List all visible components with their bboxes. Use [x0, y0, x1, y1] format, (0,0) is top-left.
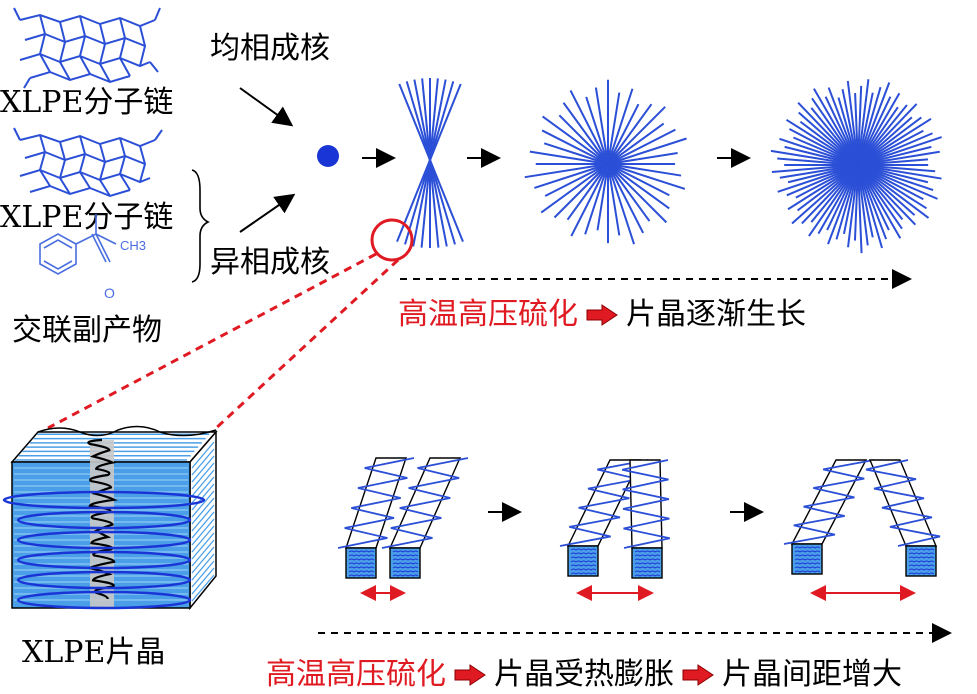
- homogeneous-arrow: [239, 87, 294, 127]
- grouping-bracket: [191, 169, 210, 283]
- zoom-line-right: [212, 258, 400, 432]
- red-arrow-icon: [586, 304, 618, 326]
- heterogeneous-nucleation-label: 异相成核: [210, 245, 330, 280]
- xlpe-lamella-label: XLPE片晶: [22, 635, 166, 670]
- heterogeneous-arrow: [239, 193, 296, 233]
- spherulite-stage-3: [770, 79, 942, 254]
- top-process-caption: 高温高压硫化 片晶逐渐生长: [398, 300, 806, 330]
- highlight-circle: [370, 218, 414, 262]
- xlpe-chain-network-icon-mid: [13, 127, 163, 198]
- zoom-line-left: [47, 252, 377, 430]
- bottom-cause-text: 高温高压硫化: [266, 657, 446, 692]
- homogeneous-nucleation-label: 均相成核: [210, 31, 330, 66]
- red-arrow-icon: [682, 664, 714, 686]
- spherulite-stage-2: [524, 79, 687, 245]
- nucleus-dot: [317, 145, 339, 167]
- oxygen-label: O: [104, 285, 115, 301]
- xlpe-lamella-block: [2, 425, 218, 611]
- xlpe-chain-label-mid: XLPE分子链: [0, 200, 174, 235]
- top-cause-text: 高温高压硫化: [398, 297, 578, 332]
- bottom-process-caption: 高温高压硫化 片晶受热膨胀 片晶间距增大: [266, 660, 902, 690]
- bottom-step2-text: 片晶间距增大: [722, 657, 902, 692]
- lamella-pair-stage-3: [783, 459, 941, 577]
- bottom-step1-text: 片晶受热膨胀: [494, 657, 674, 692]
- xlpe-chain-network-icon-top: [13, 7, 161, 89]
- acetophenone-molecule-icon: [39, 214, 117, 275]
- spherulite-stage-1: [396, 78, 464, 248]
- red-arrow-icon: [454, 664, 486, 686]
- lamella-pair-stage-1: [337, 457, 469, 579]
- top-effect-text: 片晶逐渐生长: [626, 297, 806, 332]
- xlpe-chain-label-top: XLPE分子链: [0, 85, 174, 120]
- byproduct-label: 交联副产物: [12, 313, 162, 348]
- lamella-pair-stage-2: [559, 459, 670, 579]
- methyl-label: CH3: [120, 238, 146, 253]
